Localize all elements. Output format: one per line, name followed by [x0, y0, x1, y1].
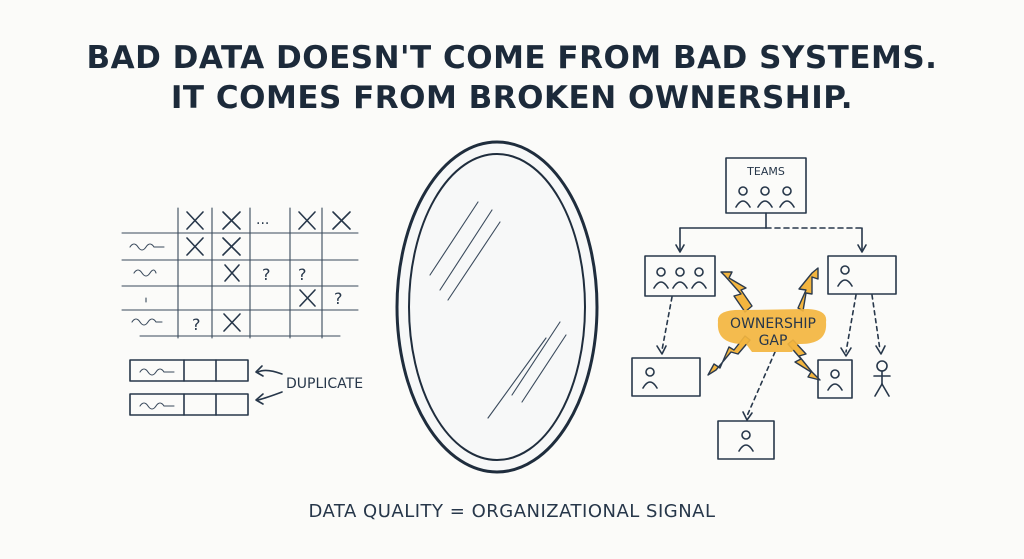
question-mark-4: ?	[192, 315, 201, 334]
table-ellipsis: ...	[256, 212, 269, 228]
mirror-icon	[395, 140, 599, 474]
question-mark-3: ?	[334, 289, 343, 308]
error-marks	[186, 211, 351, 332]
question-mark-2: ?	[298, 265, 307, 284]
duplicate-label: DUPLICATE	[286, 376, 363, 392]
stick-figure-icon	[873, 360, 891, 397]
question-mark-1: ?	[262, 265, 271, 284]
member-node-bottom-center	[717, 420, 775, 460]
duplicate-record-1	[129, 359, 249, 382]
duplicate-arrows	[255, 365, 283, 405]
caption: DATA QUALITY = ORGANIZATIONAL SIGNAL	[308, 501, 715, 522]
child-arrowheads	[656, 345, 886, 421]
duplicate-record-2	[129, 393, 249, 416]
child-connectors	[661, 294, 881, 417]
team-node-right	[827, 255, 897, 295]
row-scribbles	[129, 243, 165, 326]
headline-line-2: IT COMES FROM BROKEN OWNERSHIP.	[170, 80, 854, 116]
ownership-gap-label-line-1: OWNERSHIP	[730, 316, 816, 332]
gap-lightning-arrows	[707, 267, 821, 381]
member-node-bottom-right	[817, 359, 853, 399]
data-table-grid	[121, 207, 359, 339]
team-node-left	[644, 255, 716, 297]
headline-line-1: BAD DATA DOESN'T COME FROM BAD SYSTEMS.	[86, 40, 938, 76]
hierarchy-connectors	[675, 212, 867, 253]
ownership-gap-label-line-2: GAP	[759, 333, 788, 349]
teams-label: TEAMS	[746, 165, 785, 178]
member-node-bottom-left	[631, 357, 701, 397]
ownership-gap-badge	[717, 309, 827, 352]
